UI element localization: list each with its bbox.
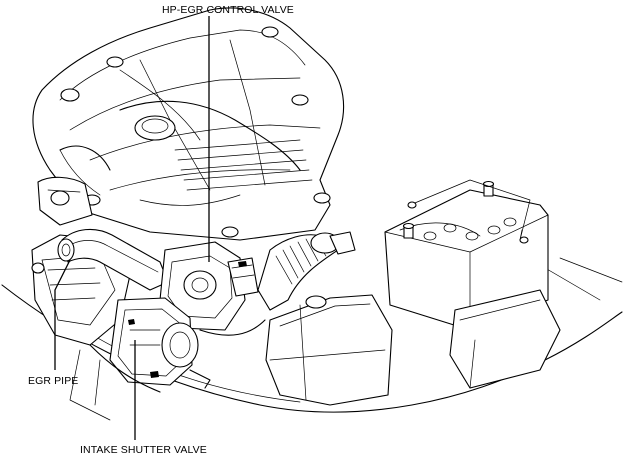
label-intake-shutter-valve: INTAKE SHUTTER VALVE bbox=[80, 444, 207, 456]
hp-egr-control-valve bbox=[159, 241, 259, 331]
air-cleaner bbox=[265, 294, 393, 406]
label-hp-egr-control-valve: HP-EGR CONTROL VALVE bbox=[162, 4, 294, 16]
engine-cover bbox=[32, 7, 345, 241]
label-egr-pipe: EGR PIPE bbox=[28, 375, 78, 387]
egr-pipe bbox=[57, 228, 169, 291]
battery bbox=[384, 179, 561, 389]
intake-shutter-valve bbox=[109, 297, 211, 389]
lower-pipes bbox=[69, 319, 266, 421]
intake-hose bbox=[257, 231, 356, 311]
leader-egr-pipe bbox=[54, 259, 71, 370]
leader-lines bbox=[54, 16, 210, 440]
